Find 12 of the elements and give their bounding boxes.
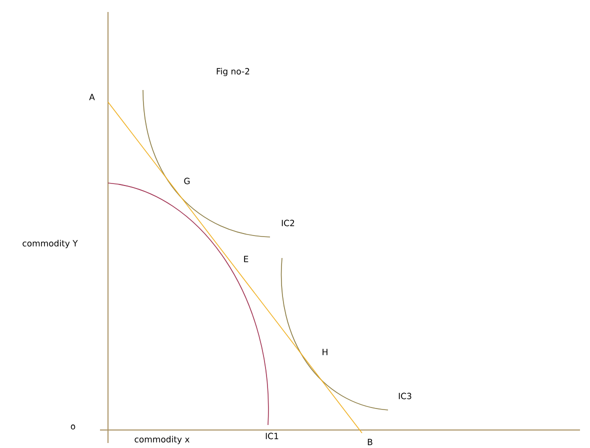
point-label: B (368, 438, 372, 446)
curve-label: IC2 (282, 220, 294, 226)
point-label: A (89, 94, 95, 100)
origin-label: o (70, 424, 76, 430)
axis-label: commodity x (134, 436, 190, 444)
curve-label: IC1 (266, 432, 278, 440)
curve-label: IC3 (398, 392, 412, 400)
figure-title: Fig no-2 (216, 68, 250, 76)
point-label: E (244, 256, 248, 262)
axis-label: commodity Y (22, 240, 78, 248)
point-label: H (322, 348, 328, 356)
point-label: G (184, 178, 190, 184)
